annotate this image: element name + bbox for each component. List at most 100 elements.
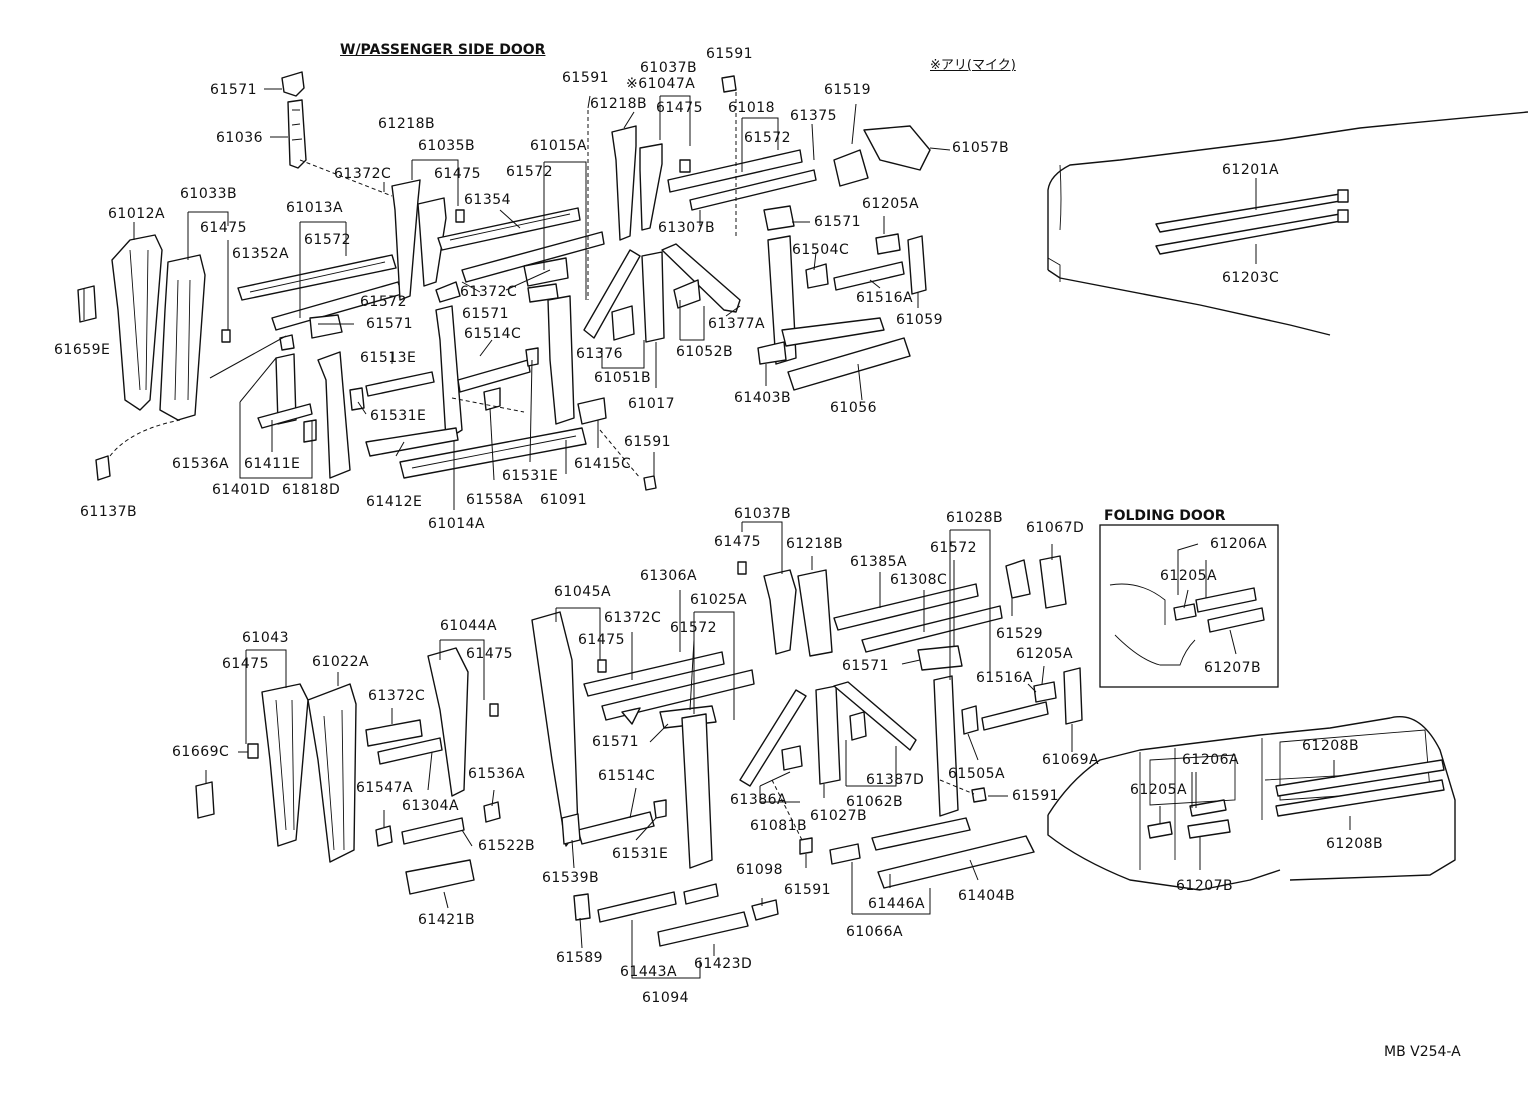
part-label: 61818D [282, 482, 341, 498]
part-label: 61306A [640, 568, 698, 584]
part-label: 61081B [750, 818, 808, 834]
part-label: 61475 [714, 534, 762, 550]
part-label: 61522B [478, 838, 536, 854]
section-heading-passenger-side-door: W/PASSENGER SIDE DOOR [340, 42, 546, 58]
part-label: 61505A [948, 766, 1006, 782]
vehicle-outline-bottom-right [1047, 716, 1456, 891]
part-label: 61051B [594, 370, 652, 386]
part-label: 61591 [562, 70, 610, 86]
part-label: 61531E [370, 408, 427, 424]
part-label: 61205A [1160, 568, 1218, 584]
part-label: ※61047A [626, 76, 696, 92]
part-label: 61377A [708, 316, 766, 332]
part-label: 61067D [1026, 520, 1085, 536]
part-label: 61098 [736, 862, 784, 878]
part-label: 61206A [1210, 536, 1268, 552]
part-label: 61571 [842, 658, 890, 674]
part-label: 61205A [1130, 782, 1188, 798]
part-label: 61025A [690, 592, 748, 608]
part-label: 61012A [108, 206, 166, 222]
part-label: 61415C [574, 456, 632, 472]
part-label: 61043 [242, 630, 290, 646]
part-label: 61203C [1222, 270, 1280, 286]
microphone-note: ※アリ(マイク) [930, 58, 1016, 73]
part-label: 61014A [428, 516, 486, 532]
part-label: 61516A [856, 290, 914, 306]
part-label: 61218B [786, 536, 844, 552]
part-label: 61572 [360, 294, 408, 310]
part-label: 61372C [460, 284, 518, 300]
part-label: 61572 [670, 620, 718, 636]
part-label: 61066A [846, 924, 904, 940]
part-label: 61669C [172, 744, 230, 760]
part-label: 61205A [1016, 646, 1074, 662]
part-label: 61201A [1222, 162, 1280, 178]
part-label: 61591 [706, 46, 754, 62]
part-label: 61531E [502, 468, 559, 484]
part-label: 61412E [366, 494, 423, 510]
part-label: 61403B [734, 390, 792, 406]
part-label: 61059 [896, 312, 944, 328]
part-label: 61206A [1182, 752, 1240, 768]
section-heading-folding-door: FOLDING DOOR [1104, 508, 1226, 524]
part-label: 61052B [676, 344, 734, 360]
dashed-alignment-lines [109, 92, 975, 841]
part-label: 61028B [946, 510, 1004, 526]
part-label: 61514C [598, 768, 656, 784]
part-label: 61531E [612, 846, 669, 862]
part-label: 61027B [810, 808, 868, 824]
part-label: 61017 [628, 396, 676, 412]
part-label: 61037B [734, 506, 792, 522]
part-label: 61513E [360, 350, 417, 366]
part-label: 61529 [996, 626, 1044, 642]
part-label: 61015A [530, 138, 588, 154]
part-label: 61572 [930, 540, 978, 556]
part-label: 61037B [640, 60, 698, 76]
part-label: 61504C [792, 242, 850, 258]
part-label: 61571 [366, 316, 414, 332]
part-label: 61036 [216, 130, 264, 146]
part-label: 61572 [304, 232, 352, 248]
part-label: 61536A [468, 766, 526, 782]
part-label: 61475 [222, 656, 270, 672]
part-label: 61062B [846, 794, 904, 810]
part-label: 61057B [952, 140, 1010, 156]
part-label: 61475 [466, 646, 514, 662]
part-label: 61401D [212, 482, 271, 498]
part-label: 61519 [824, 82, 872, 98]
part-label: 61044A [440, 618, 498, 634]
part-label: 61591 [784, 882, 832, 898]
part-label: 61475 [578, 632, 626, 648]
part-label: 61386A [730, 792, 788, 808]
part-label: 61207B [1176, 878, 1234, 894]
part-label: 61208B [1302, 738, 1360, 754]
leader-lines [83, 88, 1351, 979]
part-label: 61376 [576, 346, 624, 362]
part-label: 61207B [1204, 660, 1262, 676]
part-label: 61372C [368, 688, 426, 704]
part-label: 61421B [418, 912, 476, 928]
part-label: 61208B [1326, 836, 1384, 852]
part-label: 61443A [620, 964, 678, 980]
part-label: 61475 [656, 100, 704, 116]
part-label: 61018 [728, 100, 776, 116]
part-label: 61385A [850, 554, 908, 570]
part-label: 61045A [554, 584, 612, 600]
part-label: 61547A [356, 780, 414, 796]
part-label: 61475 [200, 220, 248, 236]
part-label: 61308C [890, 572, 948, 588]
part-label: 61218B [378, 116, 436, 132]
parts-bottom-section [195, 555, 1445, 947]
part-label: 61375 [790, 108, 838, 124]
part-label: 61446A [868, 896, 926, 912]
part-label: 61514C [464, 326, 522, 342]
part-label: 61205A [862, 196, 920, 212]
part-label: 61571 [210, 82, 258, 98]
part-label: 61571 [592, 734, 640, 750]
part-label: 61536A [172, 456, 230, 472]
part-label: 61411E [244, 456, 301, 472]
part-label: 61372C [334, 166, 392, 182]
part-label: 61035B [418, 138, 476, 154]
